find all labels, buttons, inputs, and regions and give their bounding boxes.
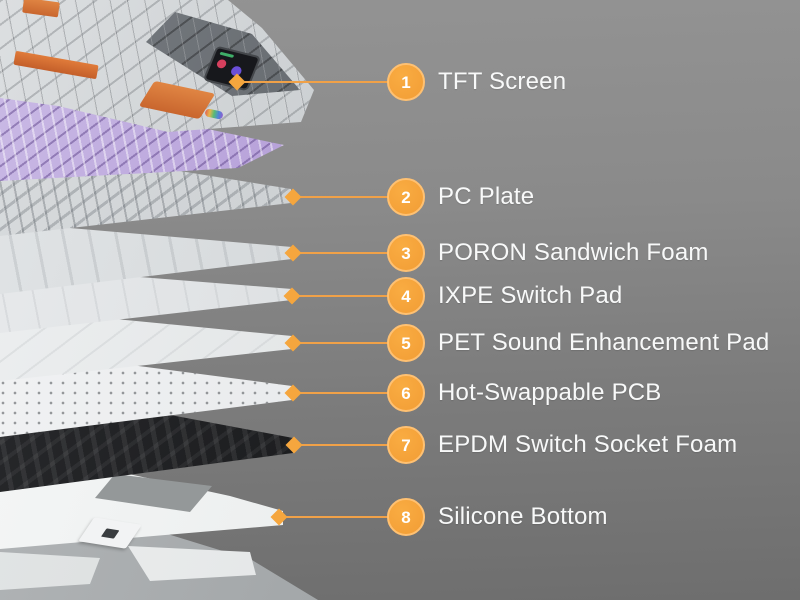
connector-line [296,342,390,344]
callout-6-badge: 6 [387,374,425,412]
connector-line [240,81,390,83]
screen-green-bar-icon [219,51,235,58]
callout-8-badge: 8 [387,498,425,536]
callout-epdm-switch-socket-foam: 7 EPDM Switch Socket Foam [285,426,738,464]
callout-number: 7 [401,435,411,455]
diamond-marker [228,73,246,91]
callout-7-badge: 7 [387,426,425,464]
diamond-marker [270,508,288,526]
callout-number: 8 [401,507,411,527]
callout-label: TFT Screen [438,68,567,95]
connector-line [296,392,390,394]
callout-pc-plate: 2 PC Plate [284,178,535,216]
callout-number: 1 [401,72,411,92]
callout-number: 5 [401,333,411,353]
callout-pet-sound-enhancement-pad: 5 PET Sound Enhancement Pad [284,324,770,362]
callout-label: Silicone Bottom [438,503,608,530]
diamond-marker [284,334,302,352]
callout-number: 2 [401,187,411,207]
connector-line [282,516,390,518]
callout-label: PET Sound Enhancement Pad [438,329,770,356]
callout-5-badge: 5 [387,324,425,362]
callout-number: 4 [401,286,411,306]
callout-number: 3 [401,243,411,263]
callout-label: IXPE Switch Pad [438,282,623,309]
usb-connector-chip [100,528,120,539]
callout-poron-sandwich-foam: 3 PORON Sandwich Foam [284,234,709,272]
diamond-marker [283,287,301,305]
callout-tft-screen: 1 TFT Screen [228,63,567,101]
connector-line [296,252,390,254]
connector-line [295,295,390,297]
callout-4-badge: 4 [387,277,425,315]
callout-silicone-bottom: 8 Silicone Bottom [270,498,608,536]
callout-1-badge: 1 [387,63,425,101]
diamond-marker [285,436,303,454]
callout-label: PORON Sandwich Foam [438,239,709,266]
diamond-marker [284,384,302,402]
connector-line [296,196,390,198]
callout-ixpe-switch-pad: 4 IXPE Switch Pad [283,277,623,315]
callout-3-badge: 3 [387,234,425,272]
callout-label: PC Plate [438,183,535,210]
callout-2-badge: 2 [387,178,425,216]
callout-label: EPDM Switch Socket Foam [438,431,738,458]
diamond-marker [284,244,302,262]
callout-label: Hot-Swappable PCB [438,379,662,406]
callout-hot-swappable-pcb: 6 Hot-Swappable PCB [284,374,662,412]
connector-line [297,444,390,446]
screen-red-icon [215,58,228,70]
diamond-marker [284,188,302,206]
callout-number: 6 [401,383,411,403]
